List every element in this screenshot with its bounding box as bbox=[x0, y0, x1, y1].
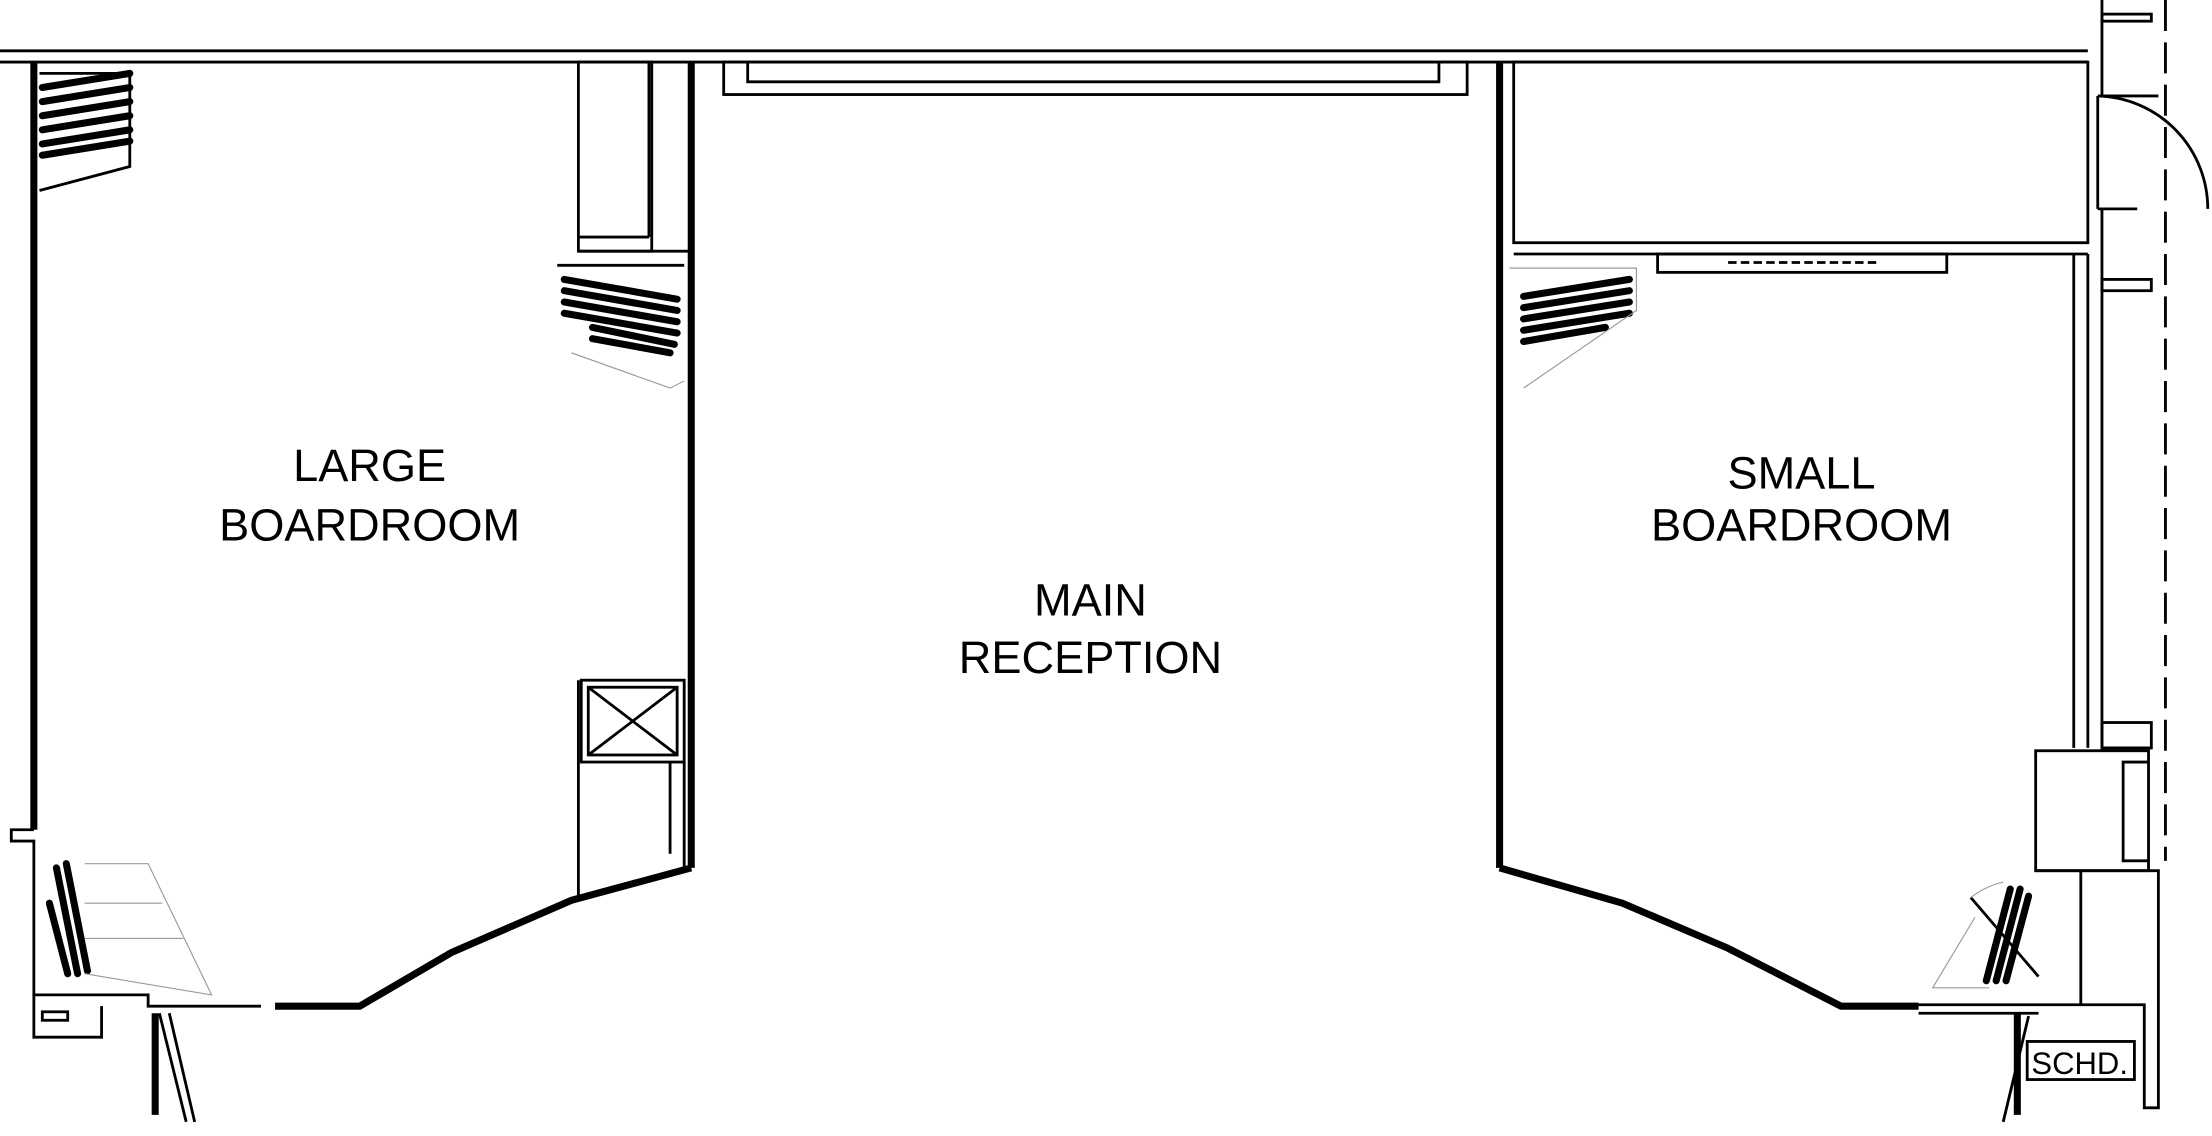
schd-label: SCHD. bbox=[2031, 1046, 2128, 1081]
door-small-bottom bbox=[1918, 1003, 2039, 1123]
blinds-large-bottom bbox=[45, 860, 213, 996]
schd-tag: SCHD. bbox=[2025, 1040, 2136, 1081]
blinds-large-top bbox=[38, 69, 134, 192]
blinds-small-left bbox=[1509, 267, 1637, 389]
small-boardroom-label-line2: BOARDROOM bbox=[1651, 499, 1952, 550]
reception-desk bbox=[722, 60, 1469, 96]
elevator-shaft bbox=[579, 678, 686, 764]
large-boardroom-label-line1: LARGE bbox=[293, 440, 446, 491]
right-side-structure bbox=[2034, 0, 2160, 1110]
door-swing-arc bbox=[2096, 94, 2210, 211]
large-boardroom-label-line2: BOARDROOM bbox=[219, 499, 520, 550]
door-large-bottom bbox=[151, 1012, 197, 1123]
small-boardroom-label-line1: SMALL bbox=[1727, 447, 1875, 498]
top-wall bbox=[0, 49, 2088, 64]
main-reception-label-line2: RECEPTION bbox=[959, 632, 1222, 683]
blinds-small-bottom bbox=[1931, 881, 2040, 989]
main-reception-label-line1: MAIN bbox=[1034, 574, 1147, 625]
blinds-large-right bbox=[557, 263, 685, 389]
window-small-top bbox=[1656, 252, 1949, 274]
large-boardroom-walls bbox=[9, 60, 695, 1039]
